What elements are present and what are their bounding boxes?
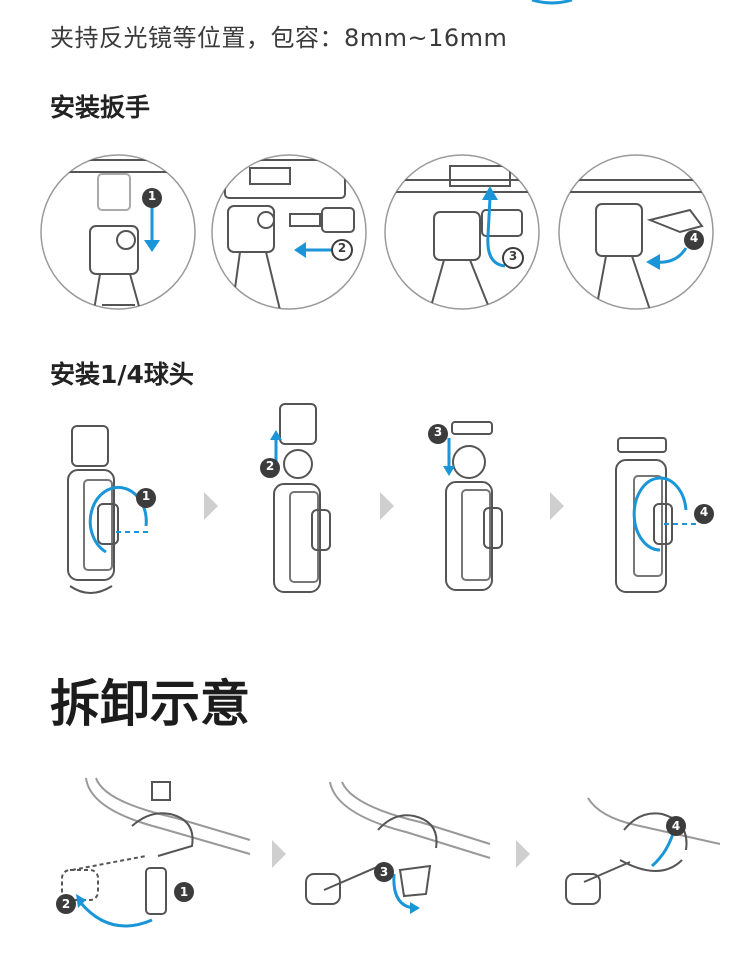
wrench-steps-figure	[0, 140, 750, 340]
removal-step-label-1: 1	[178, 885, 190, 899]
wrench-step-label-4: 4	[688, 231, 700, 245]
ball-head-step-3-illustration	[446, 422, 502, 590]
next-arrow-4	[272, 840, 286, 868]
top-accent-arc	[0, 0, 750, 10]
wrench-step-3-illustration	[385, 155, 540, 310]
removal-steps-figure	[0, 770, 750, 960]
wrench-step-label-3: 3	[507, 249, 519, 263]
wrench-step-label-1: 1	[146, 189, 158, 203]
wrench-step-2-illustration	[212, 155, 366, 310]
next-arrow-2	[380, 492, 394, 520]
next-arrow-1	[204, 492, 218, 520]
removal-step-1-illustration	[62, 782, 193, 914]
next-arrow-3	[550, 492, 564, 520]
removal-step-label-2: 2	[60, 897, 72, 911]
section-title-wrench: 安装扳手	[50, 88, 150, 124]
section-title-removal: 拆卸示意	[50, 664, 250, 736]
removal-step-2-illustration	[306, 815, 437, 904]
removal-step-label-4: 4	[670, 819, 682, 833]
ball-step-label-2: 2	[264, 459, 276, 473]
section-title-ball-head: 安装1/4球头	[50, 355, 194, 391]
ball-head-steps-figure	[0, 400, 750, 600]
ball-head-step-2-illustration	[274, 404, 330, 592]
ball-head-step-4-illustration	[616, 438, 672, 592]
ball-step-label-1: 1	[140, 489, 152, 503]
ball-step-label-3: 3	[432, 425, 444, 439]
intro-text: 夹持反光镜等位置，包容：8mm~16mm	[50, 18, 507, 53]
ball-step-label-4: 4	[698, 505, 710, 519]
removal-step-label-3: 3	[378, 865, 390, 879]
next-arrow-5	[516, 840, 530, 868]
wrench-step-label-2: 2	[336, 241, 348, 255]
wrench-step-1-illustration	[40, 155, 200, 310]
